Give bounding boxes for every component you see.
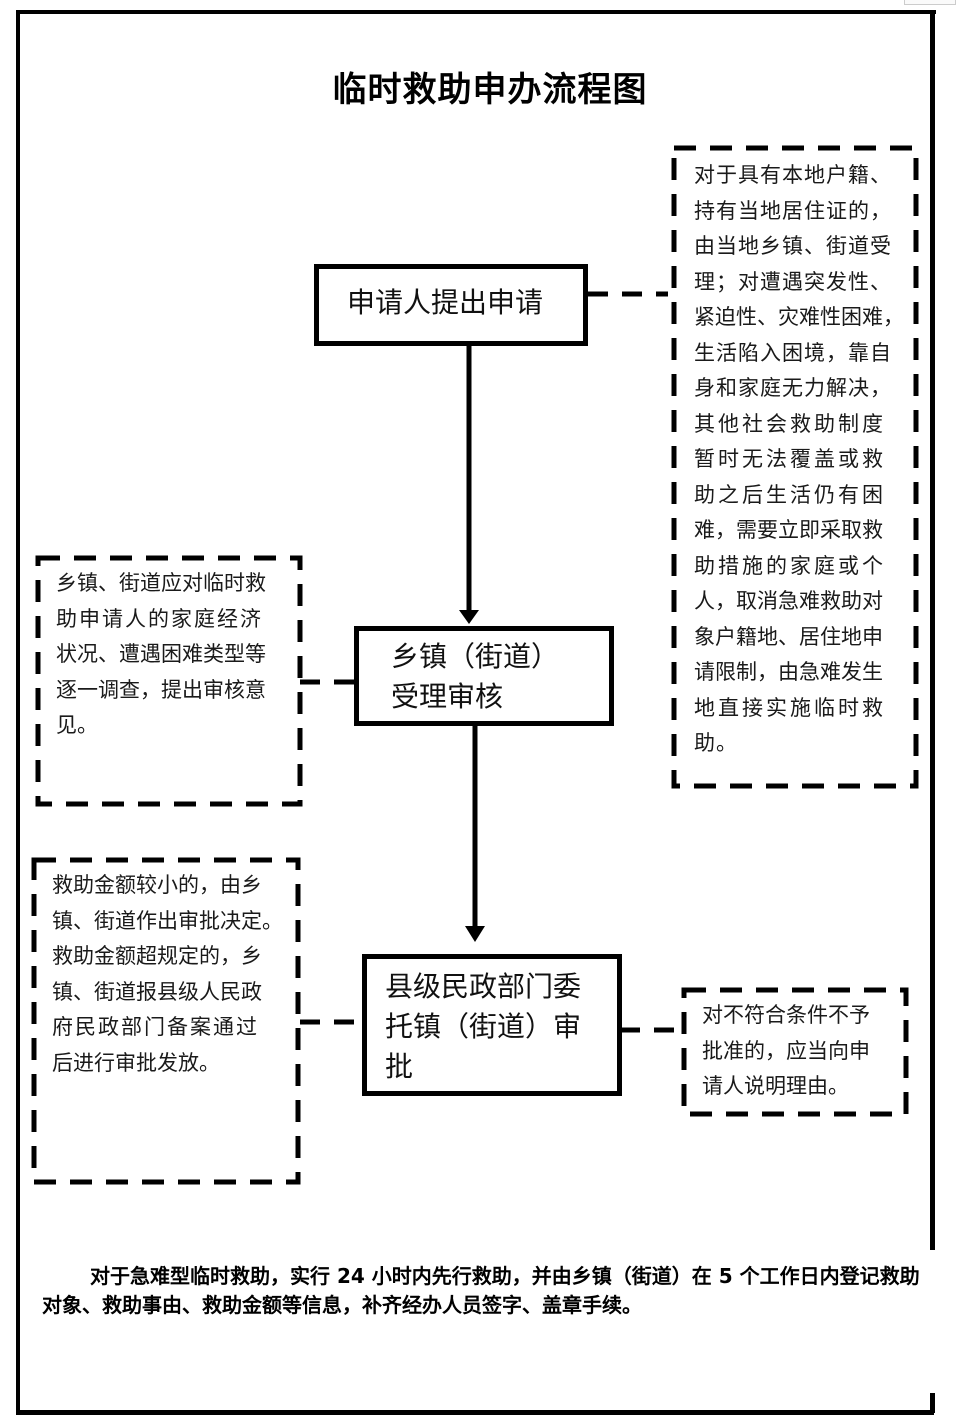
frame-border-top [16,10,936,14]
note-line: 人，取消急难救助对 [694,589,883,613]
dashed-box-eligibility [671,145,919,789]
step-approve-line: 县级民政部门委 [385,970,582,1003]
frame-border-right-lower [930,1393,935,1413]
arrowhead-approve [465,926,485,942]
step-review: 乡镇（街道） 受理审核 [354,626,614,726]
dashed-box-approval-rules [31,857,301,1185]
note-line: 批准的，应当向申 [702,1038,870,1063]
note-line: 请限制，由急难发生 [694,660,883,684]
note-line: 后进行审批发放。 [52,1050,220,1075]
note-line: 身和家庭无力解决， [694,376,892,400]
step-apply-label: 申请人提出申请 [347,286,544,319]
note-line: 请人说明理由。 [702,1074,849,1098]
footer-note: 对于急难型临时救助，实行 24 小时内先行救助，并由乡镇（街道）在 5 个工作日… [42,1264,920,1317]
note-line: 理；对遭遇突发性、 [694,269,892,294]
note-line: 紧迫性、灾难性困难， [694,305,904,329]
step-approve-line: 批 [385,1050,414,1083]
note-line: 状况、遭遇困难类型等 [56,642,266,666]
dashed-box-rejection [681,987,909,1117]
note-line: 暂时无法覆盖或救 [694,447,886,471]
note-line: 难，需要立即采取救 [694,518,883,542]
note-line: 生活陷入困境，靠自 [694,340,892,365]
note-eligibility: 对于具有本地户籍、 持有当地居住证的， 由当地乡镇、街道受 理；对遭遇突发性、 … [694,158,924,762]
note-line: 助之后生活仍有困 [694,482,886,507]
note-approval-rules: 救助金额较小的，由乡 镇、街道作出审批决定。 救助金额超规定的，乡 镇、街道报县… [52,868,298,1081]
note-line: 持有当地居住证的， [694,198,892,223]
note-line: 象户籍地、居住地申 [694,624,883,649]
note-line: 助措施的家庭或个 [694,553,886,578]
frame-border-bottom [16,1410,934,1415]
note-line: 助。 [694,731,738,755]
frame-border-left [16,10,20,1414]
note-rejection: 对不符合条件不予 批准的，应当向申 请人说明理由。 [702,998,902,1105]
step-approve-line: 托镇（街道）审 [385,1010,582,1043]
note-line: 救助金额较小的，由乡 [52,873,262,897]
note-line: 助申请人的家庭经济 [56,606,263,631]
step-review-line: 受理审核 [391,680,504,713]
note-line: 府民政部门备案通过 [52,1015,259,1039]
note-line: 救助金额超规定的，乡 [52,944,262,968]
note-line: 其他社会救助制度 [694,411,886,436]
step-apply: 申请人提出申请 [314,264,588,346]
note-line: 对不符合条件不予 [702,1003,870,1027]
note-line: 见。 [56,713,98,737]
frame-border-right [930,10,935,1250]
note-line: 镇、街道报县级人民政 [52,979,262,1004]
corner-tab [904,0,956,5]
page-title: 临时救助申办流程图 [332,70,648,110]
note-line: 乡镇、街道应对临时救 [56,571,266,595]
note-line: 镇、街道作出审批决定。 [52,908,283,933]
note-investigation: 乡镇、街道应对临时救 助申请人的家庭经济 状况、遭遇困难类型等 逐一调查，提出审… [56,566,296,744]
arrowhead-review [459,610,479,624]
step-approve: 县级民政部门委 托镇（街道）审 批 [362,954,622,1096]
note-line: 由当地乡镇、街道受 [694,234,892,258]
note-line: 逐一调查，提出审核意 [56,677,266,702]
note-line: 对于具有本地户籍、 [694,163,892,187]
step-review-line: 乡镇（街道） [391,640,560,673]
note-line: 地直接实施临时救 [694,695,886,720]
